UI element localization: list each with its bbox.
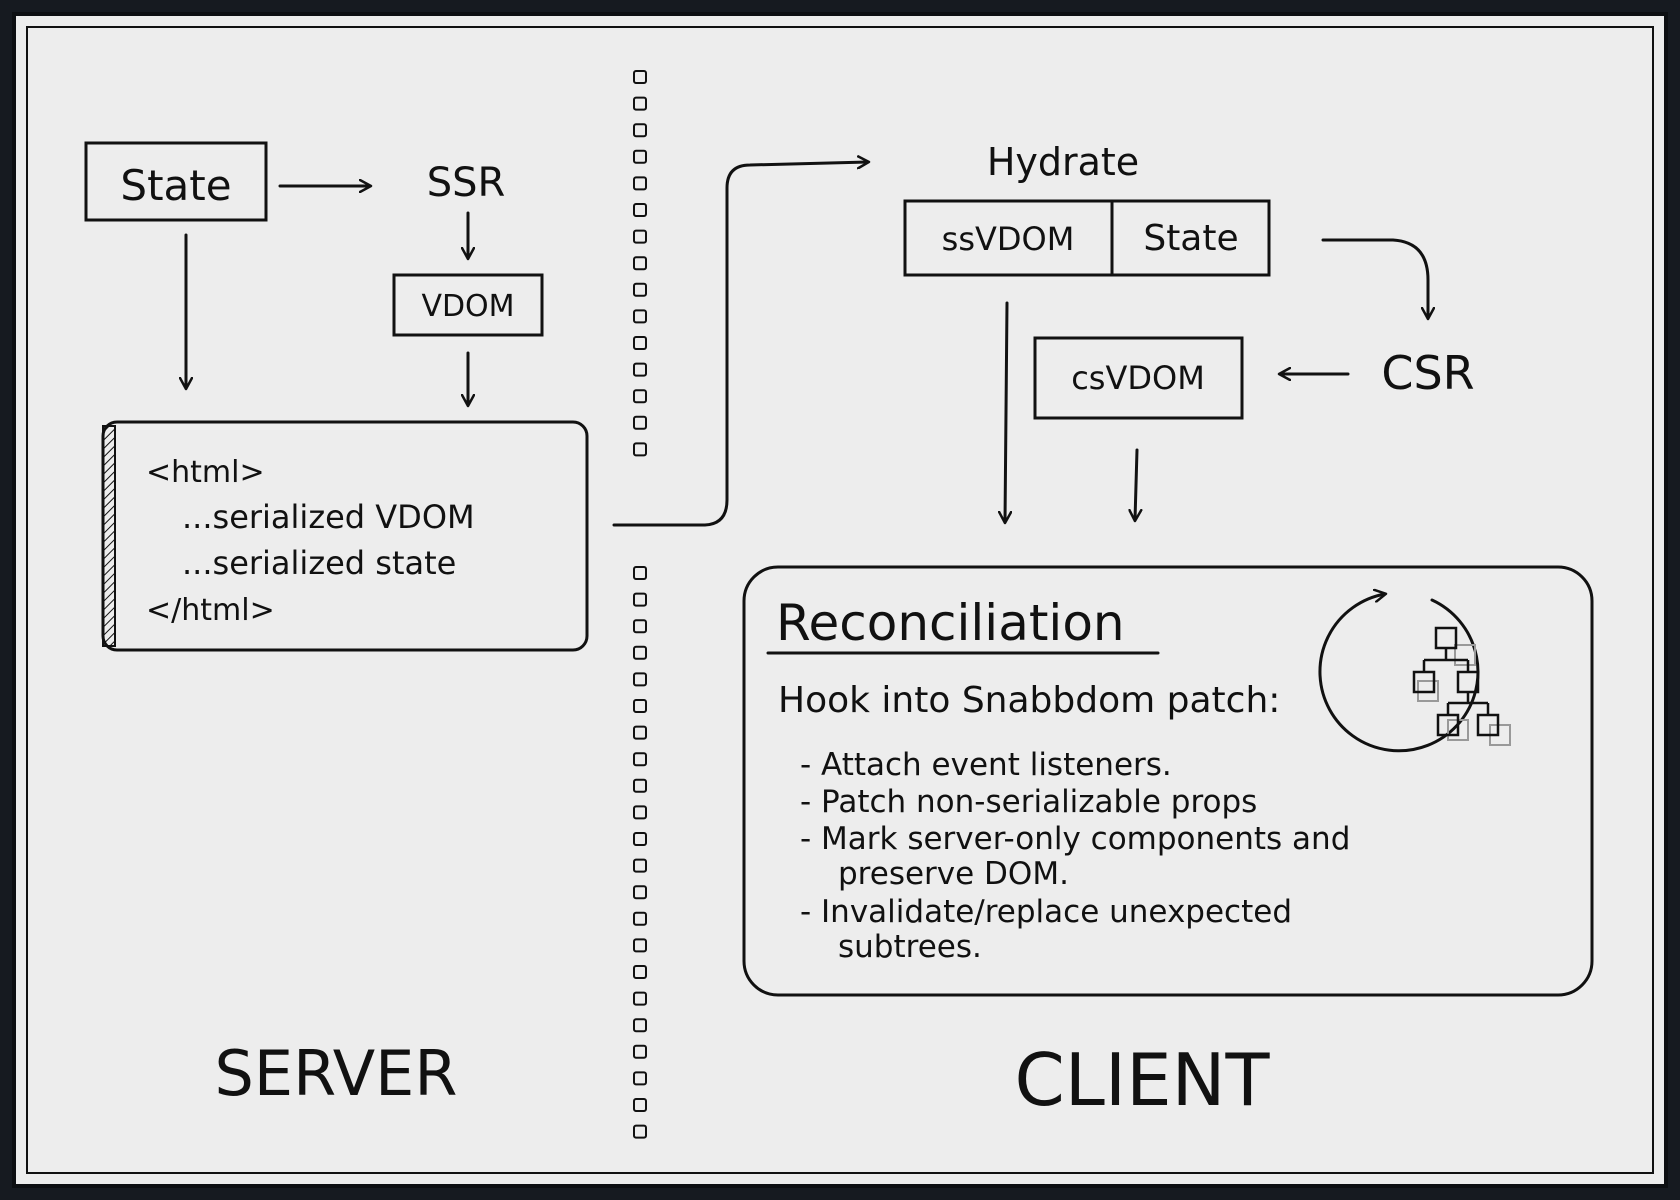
ssvdom-label: ssVDOM [942, 220, 1075, 258]
hydrate-label: Hydrate [987, 140, 1139, 184]
arrow-payload-to-csr [1321, 238, 1428, 318]
divider-dot [633, 699, 647, 713]
vdom-node: VDOM [392, 273, 544, 337]
divider-dot [633, 256, 647, 271]
reconciliation-item: - Attach event listeners. [800, 747, 1172, 783]
server-state-label: State [120, 161, 231, 210]
reconciliation-title: Reconciliation [776, 594, 1125, 652]
html-line-vdom: ...serialized VDOM [182, 498, 475, 536]
divider-dot [633, 965, 647, 979]
csvdom-label: csVDOM [1071, 359, 1205, 397]
divider-dot [633, 645, 647, 660]
divider-dot [633, 309, 647, 324]
html-document-node: <html> ...serialized VDOM ...serialized … [101, 420, 589, 652]
ssr-label: SSR [427, 160, 506, 206]
reconciliation-item-continued: subtrees. [838, 929, 982, 965]
server-section-label: SERVER [215, 1037, 458, 1110]
diagram-inner-border [26, 26, 1654, 1174]
divider-dot [633, 1071, 647, 1086]
reconciliation-item: - Patch non-serializable props [800, 784, 1257, 820]
arrow-html-to-hydrate [612, 162, 868, 527]
csvdom-node: csVDOM [1033, 336, 1244, 420]
divider-dot [633, 1044, 647, 1059]
divider-dot [633, 911, 647, 926]
vdom-label: VDOM [421, 289, 514, 324]
divider-dot [633, 858, 647, 873]
divider-dot [633, 885, 647, 900]
divider-dot [633, 566, 647, 580]
divider-dot [633, 1124, 647, 1139]
dotted-divider [633, 70, 647, 1139]
server-state-node: State [84, 141, 268, 222]
html-line-state: ...serialized state [182, 544, 456, 582]
reconciliation-item: - Invalidate/replace unexpected [800, 894, 1292, 930]
arrow-ssvdom-to-reconciliation [1005, 301, 1007, 522]
divider-dot [633, 938, 647, 953]
divider-dot [633, 70, 647, 84]
csr-label: CSR [1381, 346, 1474, 400]
divider-dot [633, 282, 647, 297]
divider-dot [633, 619, 647, 634]
divider-dot [633, 778, 647, 793]
divider-dot [633, 1018, 647, 1033]
reconciliation-item: - Mark server-only components and [800, 821, 1350, 857]
divider-dot [633, 592, 647, 607]
divider-dot [633, 229, 647, 244]
divider-dot [633, 176, 647, 191]
hydrate-payload-node: ssVDOM State [903, 199, 1271, 277]
diagram-frame [12, 12, 1668, 1188]
divider-dot [633, 442, 647, 457]
tree-cycle-icon [1318, 594, 1511, 753]
divider-dot [633, 203, 647, 217]
hatched-margin [102, 425, 116, 647]
divider-dot [633, 149, 647, 164]
reconciliation-intro: Hook into Snabbdom patch: [778, 680, 1280, 721]
divider-dot [633, 752, 647, 767]
divider-dot [633, 123, 647, 138]
html-line-open: <html> [146, 455, 265, 490]
reconciliation-panel: Reconciliation Hook into Snabbdom patch:… [742, 565, 1594, 997]
divider-dot [633, 389, 647, 404]
divider-dot [633, 96, 647, 111]
reconciliation-item-continued: preserve DOM. [838, 856, 1069, 892]
divider-dot [633, 415, 647, 430]
html-line-close: </html> [146, 593, 275, 628]
client-section-label: CLIENT [1015, 1038, 1271, 1122]
divider-dot [633, 725, 647, 740]
divider-dot [633, 832, 647, 846]
divider-dot [633, 336, 647, 350]
divider-dot [633, 1098, 647, 1112]
divider-dot [633, 362, 647, 377]
client-state-label: State [1143, 218, 1238, 259]
divider-dot [633, 991, 647, 1006]
divider-dot [633, 805, 647, 820]
divider-dot [633, 672, 647, 687]
arrow-csvdom-to-reconciliation [1135, 448, 1137, 520]
